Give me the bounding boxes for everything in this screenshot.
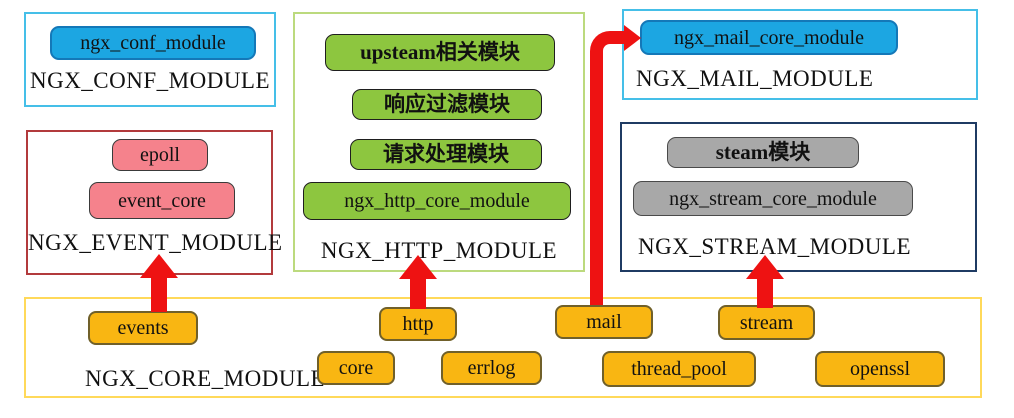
pill-stream: stream — [718, 305, 815, 340]
pill-mail: mail — [555, 305, 653, 339]
pill-openssl: openssl — [815, 351, 945, 387]
arrow-head — [140, 254, 178, 278]
pill-response-filter-modules: 响应过滤模块 — [352, 89, 542, 120]
arrow-head — [624, 25, 641, 51]
ngx-mail-module-label: NGX_MAIL_MODULE — [636, 66, 874, 91]
pill-ngx-http-core-module: ngx_http_core_module — [303, 182, 571, 220]
pill-event-core: event_core — [89, 182, 235, 219]
ngx-event-module-label: NGX_EVENT_MODULE — [28, 230, 283, 255]
pill-thread-pool: thread_pool — [602, 351, 756, 387]
arrow-head — [399, 255, 437, 279]
arrow-shaft — [410, 277, 426, 309]
pill-epoll: epoll — [112, 139, 208, 171]
pill-ngx-conf-module: ngx_conf_module — [50, 26, 256, 60]
arrow-elbow-shaft — [590, 31, 628, 305]
ngx-conf-module-label: NGX_CONF_MODULE — [29, 68, 271, 93]
arrow-shaft — [757, 277, 773, 308]
pill-request-processing-modules: 请求处理模块 — [350, 139, 542, 170]
ngx-stream-module-label: NGX_STREAM_MODULE — [638, 234, 911, 259]
pill-upstream-related-modules: upsteam相关模块 — [325, 34, 555, 71]
pill-events: events — [88, 311, 198, 345]
arrow-head — [746, 255, 784, 279]
pill-ngx-mail-core-module: ngx_mail_core_module — [640, 20, 898, 55]
pill-http: http — [379, 307, 457, 341]
ngx-http-module-label: NGX_HTTP_MODULE — [320, 238, 558, 263]
pill-ngx-stream-core-module: ngx_stream_core_module — [633, 181, 913, 216]
pill-errlog: errlog — [441, 351, 542, 385]
pill-core: core — [317, 351, 395, 385]
arrow-shaft — [151, 276, 167, 312]
ngx-core-module-label: NGX_CORE_MODULE — [85, 366, 326, 391]
pill-steam-module: steam模块 — [667, 137, 859, 168]
